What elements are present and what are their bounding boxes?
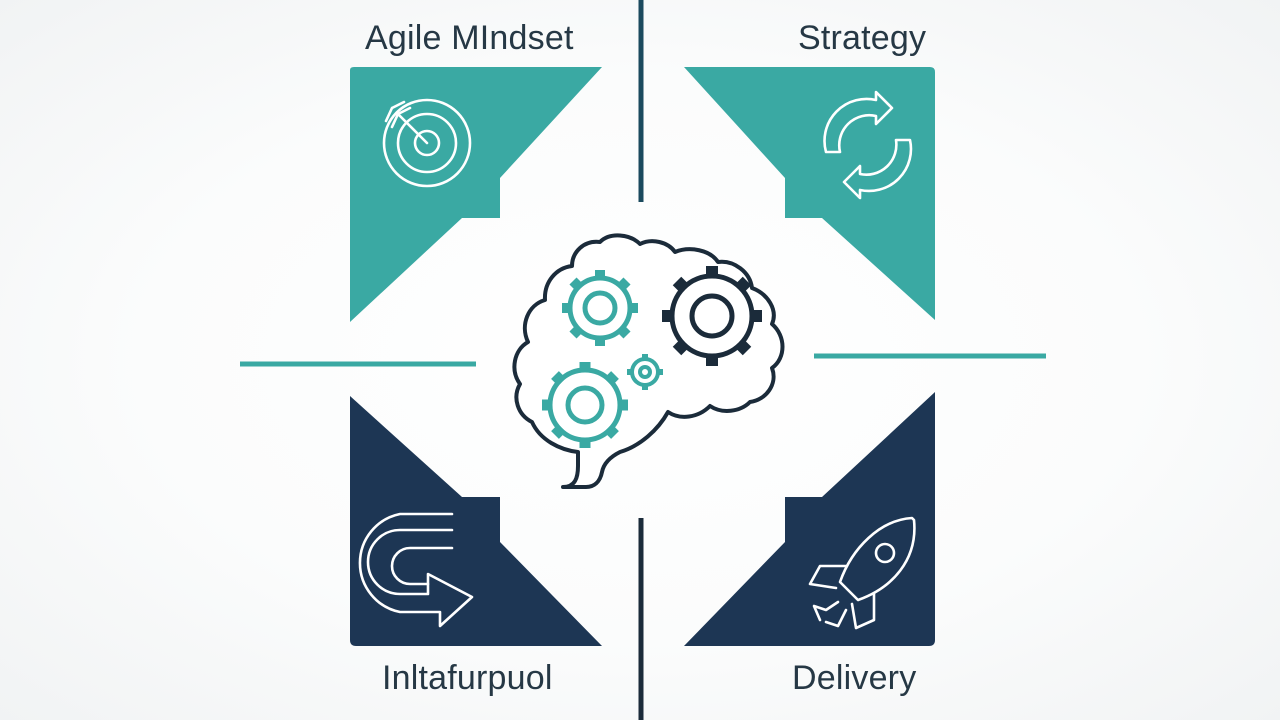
gear-teal-small	[627, 354, 663, 390]
rocket-icon	[808, 516, 916, 630]
label-agile-mindset: Agile MIndset	[365, 19, 574, 57]
brain-gears-icon	[512, 233, 785, 489]
quadrant-shape-bottom-right	[684, 392, 935, 646]
quadrant-shape-top-right	[684, 67, 935, 320]
gear-navy-right	[662, 266, 762, 366]
gear-teal-upper	[562, 270, 638, 346]
label-delivery: Delivery	[792, 659, 917, 697]
label-bottom-left: Inltafurpuol	[382, 659, 553, 697]
gear-teal-lower	[542, 362, 628, 448]
label-strategy: Strategy	[798, 19, 927, 57]
target-icon	[382, 98, 472, 188]
loop-arrow-icon	[358, 512, 474, 628]
cycle-arrows-icon	[823, 90, 913, 200]
